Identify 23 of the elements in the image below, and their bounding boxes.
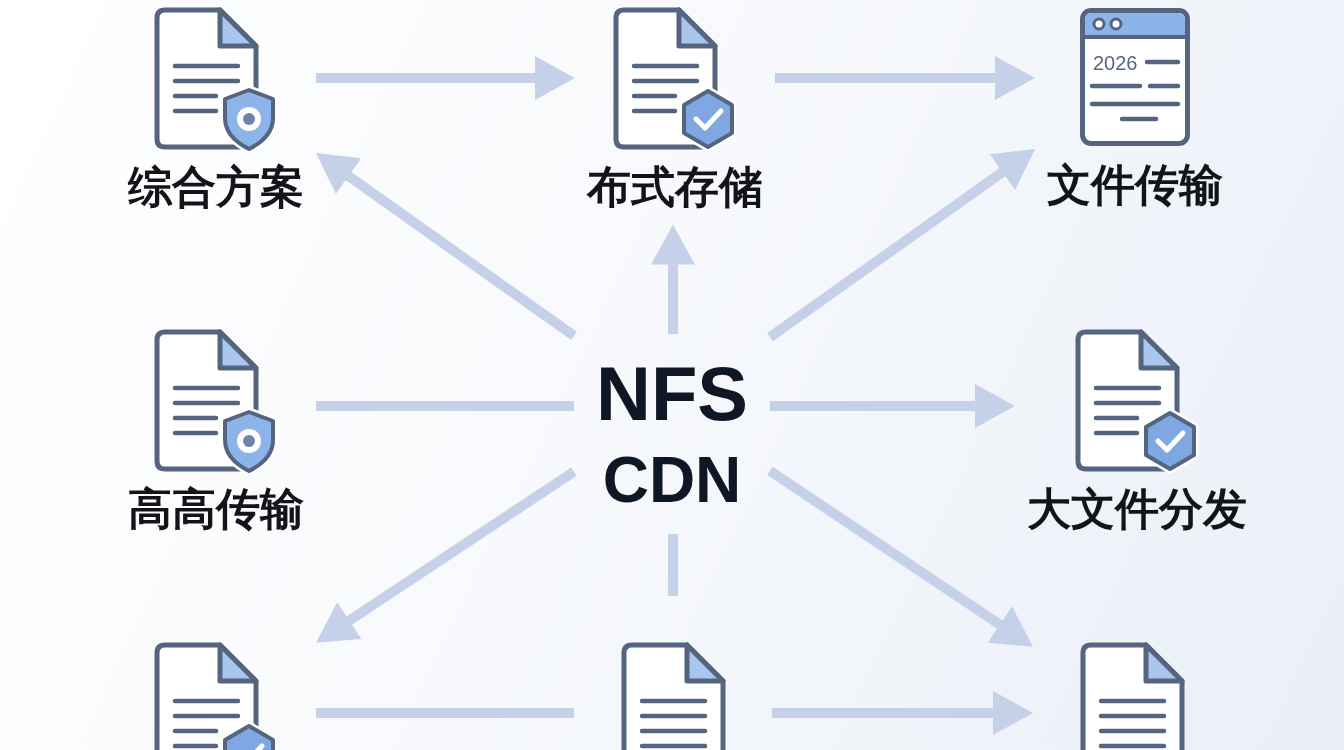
connector-line [316,708,574,718]
center-subtitle: CDN [602,448,742,512]
node-label: 高高传输 [128,484,304,535]
arrow [772,691,1033,735]
arrow [767,149,1035,342]
arrow [316,56,575,100]
node-label: 综合方案 [128,162,304,213]
arrow [316,153,577,340]
arrow [770,384,1015,428]
arrow [651,224,695,334]
document-icon [1078,641,1186,750]
connector-line [668,534,678,596]
arrow [775,56,1035,100]
year-text: 2026 [1093,53,1138,73]
document-icon [619,641,727,750]
arrow [316,467,577,643]
document-check-icon [152,641,280,750]
connector-line [316,401,574,411]
node-label: 大文件分发 [1027,484,1247,535]
center-title: NFS [596,356,748,432]
arrow [767,466,1034,647]
node-label: 布式存储 [587,162,763,213]
node-label: 文件传输 [1047,160,1223,211]
